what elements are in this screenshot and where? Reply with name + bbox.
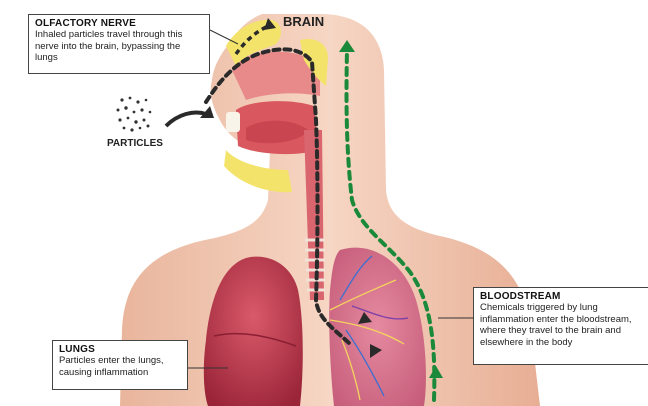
lungs-callout: LUNGS Particles enter the lungs, causing… <box>52 340 188 390</box>
particles-label: PARTICLES <box>107 138 163 149</box>
brain-label: BRAIN <box>283 14 324 29</box>
particles-cluster <box>117 97 152 132</box>
olfactory-text: Inhaled particles travel through this ne… <box>35 29 203 64</box>
bloodstream-title: BLOODSTREAM <box>480 291 643 302</box>
inhale-arrow <box>166 113 206 127</box>
bloodstream-text: Chemicals triggered by lung inflammation… <box>480 302 643 348</box>
olfactory-title: OLFACTORY NERVE <box>35 18 203 29</box>
lungs-title: LUNGS <box>59 344 181 355</box>
teeth <box>226 112 240 132</box>
olfactory-callout: OLFACTORY NERVE Inhaled particles travel… <box>28 14 210 74</box>
bloodstream-callout: BLOODSTREAM Chemicals triggered by lung … <box>473 287 648 365</box>
lungs-text: Particles enter the lungs, causing infla… <box>59 355 181 378</box>
